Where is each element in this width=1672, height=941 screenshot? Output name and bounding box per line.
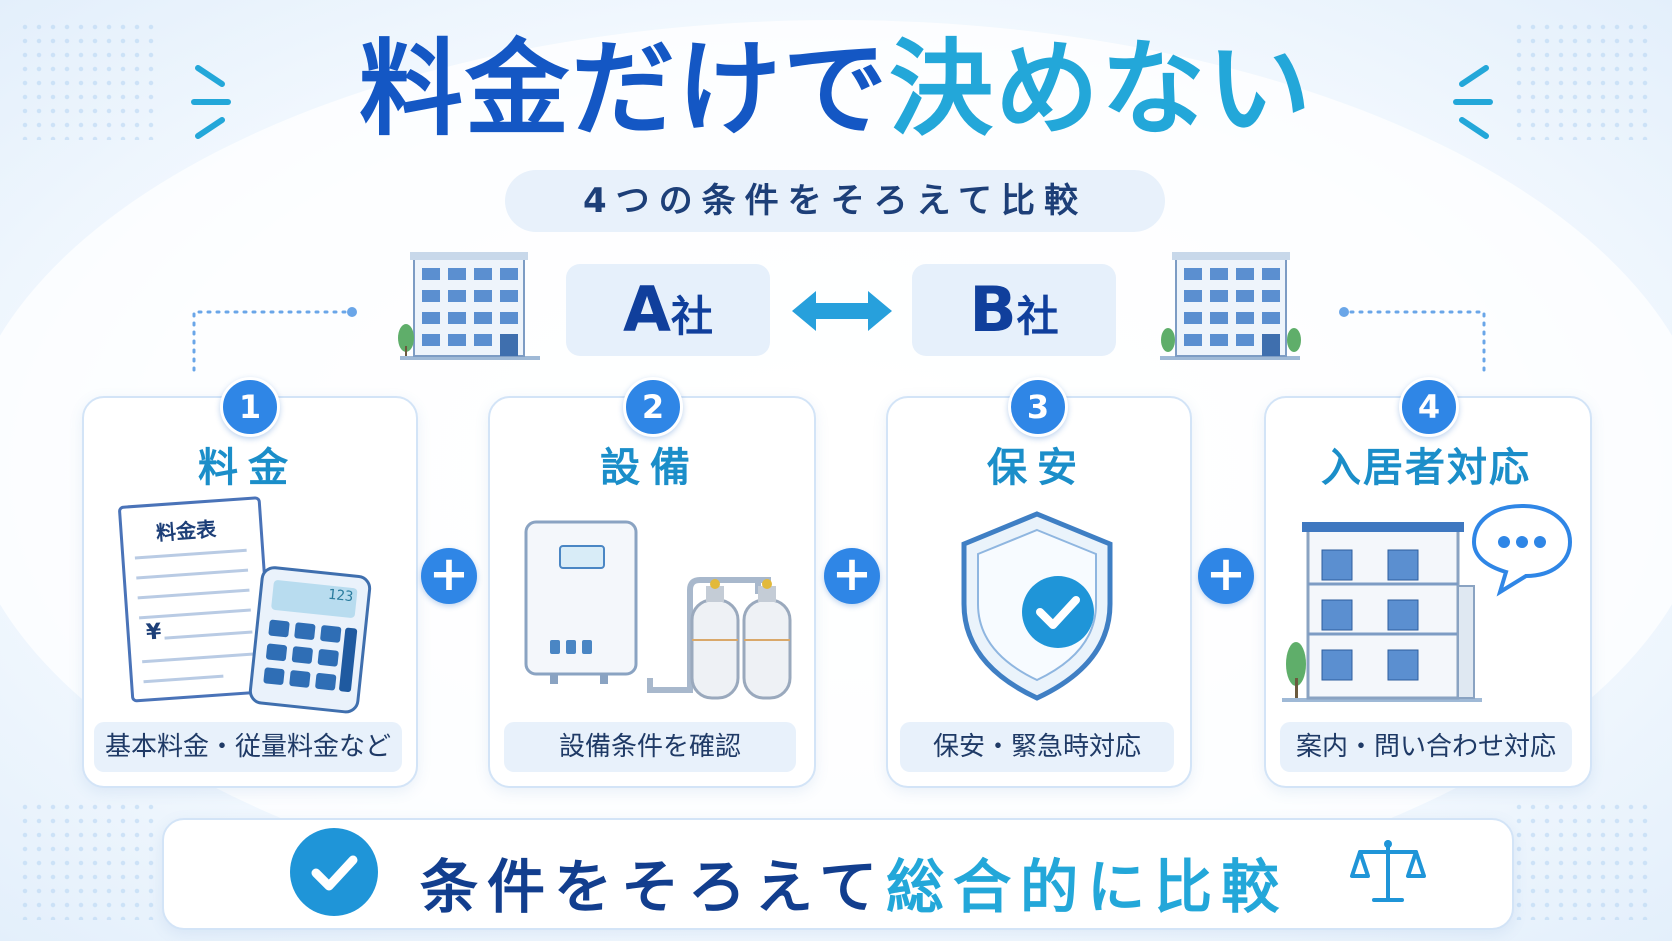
building-left-icon	[398, 252, 540, 360]
conclusion-bar	[162, 818, 1514, 930]
connector-left	[192, 307, 357, 372]
conclusion-main: 条件をそろえて	[420, 853, 887, 921]
card-3-caption: 保安・緊急時対応	[900, 722, 1174, 772]
balance-scale-icon	[1350, 840, 1426, 902]
card-4-caption: 案内・問い合わせ対応	[1280, 722, 1572, 772]
plus-2-icon: +	[824, 548, 880, 604]
connector-right	[1339, 307, 1486, 372]
dot-pattern-bottom-right	[1512, 800, 1652, 920]
title-main: 料金だけで	[358, 28, 889, 150]
card-1-caption: 基本料金・従量料金など	[94, 722, 402, 772]
sparkle-right-icon	[1453, 65, 1493, 139]
check-circle-icon	[290, 828, 378, 916]
card-3-title: 保安	[987, 445, 1087, 491]
apartment-building-icon	[1282, 522, 1482, 702]
card-4-title: 入居者対応	[1321, 445, 1531, 491]
card-1-title: 料金	[198, 445, 298, 491]
card-2-title: 設備	[600, 445, 700, 491]
price-list-heading: 料金表	[155, 516, 217, 546]
company-a-label: A社	[566, 264, 770, 356]
dot-pattern-bottom-left	[18, 800, 158, 920]
conclusion-accent: 総合的に比較	[886, 853, 1289, 921]
calculator-display: 123	[327, 586, 355, 606]
card-2-caption: 設備条件を確認	[504, 722, 796, 772]
title-accent: 決めない	[889, 28, 1314, 150]
price-list-document-icon	[118, 496, 274, 703]
water-heater-icon	[524, 520, 638, 684]
conclusion-text: 条件をそろえて総合的に比較	[420, 840, 1300, 924]
card-2-number: 2	[623, 377, 683, 437]
page-title: 料金だけで決めない	[0, 32, 1672, 146]
company-b-letter: B	[969, 273, 1017, 346]
sparkle-left-icon	[191, 65, 231, 139]
company-b-suffix: 社	[1016, 292, 1059, 341]
card-3-number: 3	[1008, 377, 1068, 437]
plus-3-icon: +	[1198, 548, 1254, 604]
double-arrow-icon	[792, 291, 892, 331]
building-right-icon	[1160, 252, 1301, 360]
plus-1-icon: +	[421, 548, 477, 604]
card-1-number: 1	[220, 377, 280, 437]
subtitle: 4つの条件をそろえて比較	[505, 170, 1165, 232]
dot-pattern-top-left	[18, 20, 158, 140]
company-a-suffix: 社	[670, 292, 713, 341]
yen-symbol: ¥	[145, 619, 163, 646]
dot-pattern-top-right	[1512, 20, 1652, 140]
shield-check-icon	[961, 511, 1113, 701]
company-a-letter: A	[623, 273, 671, 346]
calculator-icon	[248, 566, 372, 714]
card-4-number: 4	[1399, 377, 1459, 437]
gas-cylinder-icon	[647, 577, 792, 700]
speech-bubble-icon	[1471, 503, 1573, 597]
company-b-label: B社	[912, 264, 1116, 356]
